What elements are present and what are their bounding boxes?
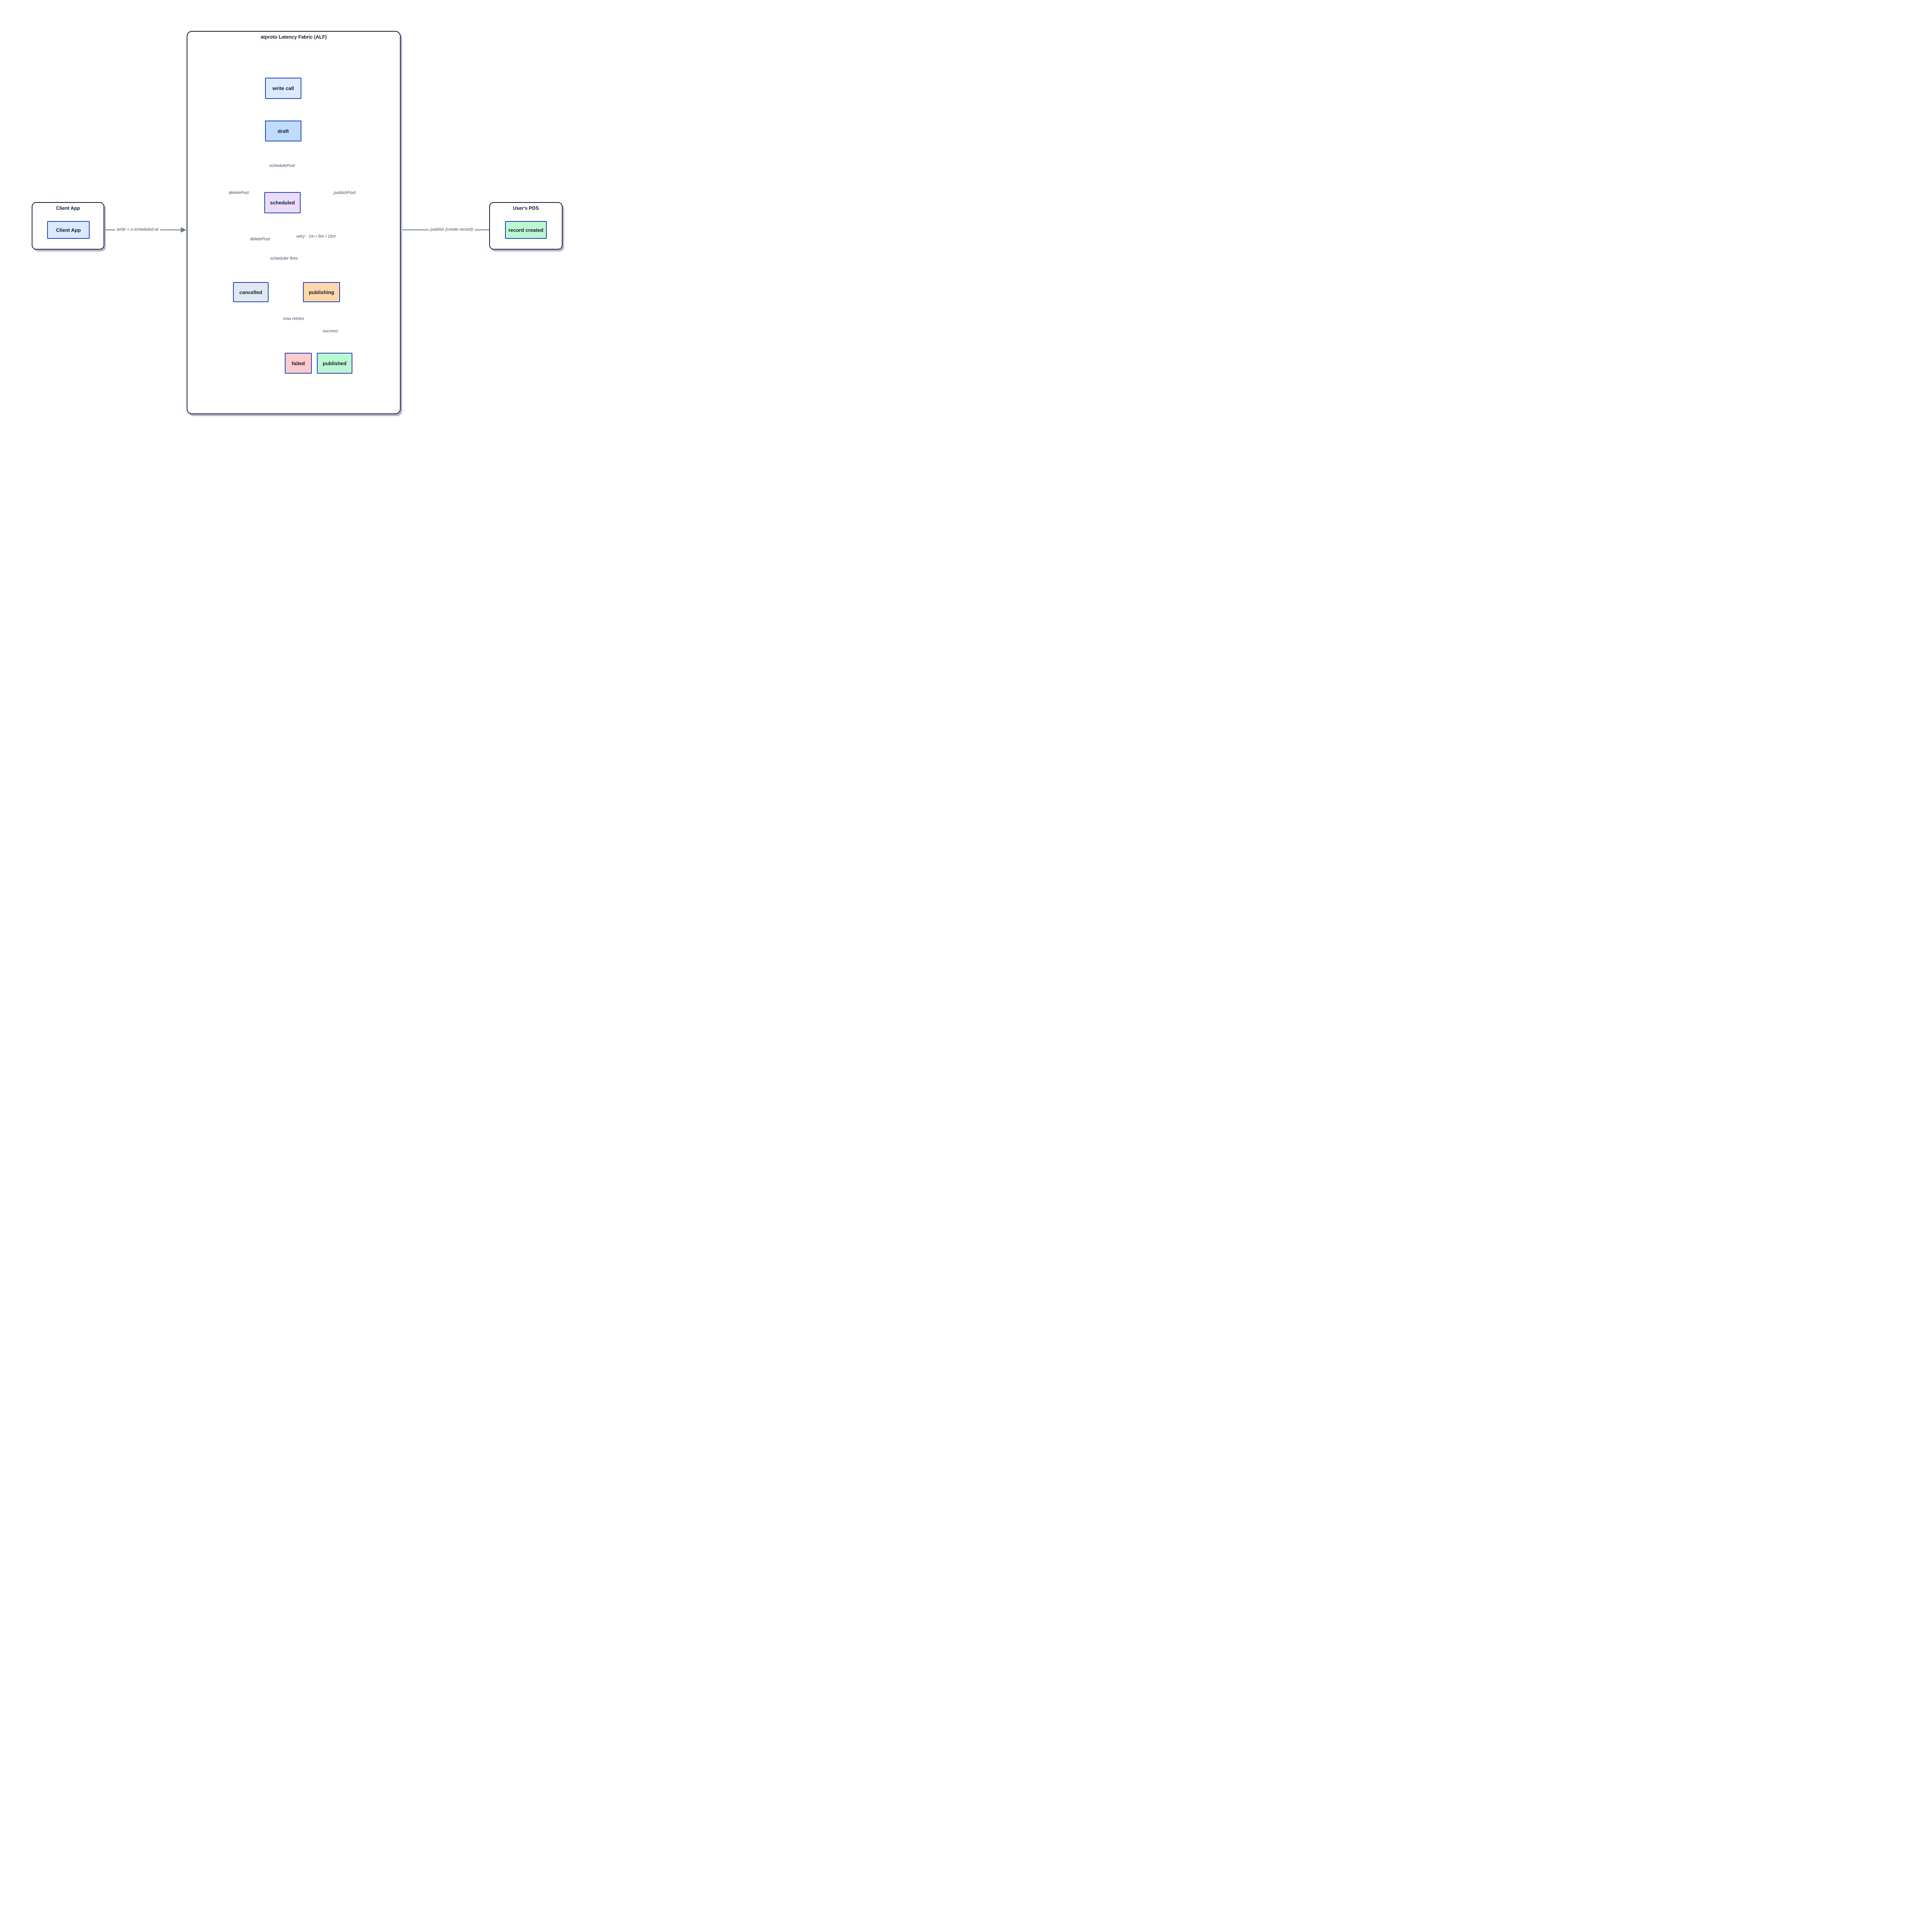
edge-label-publishpost: publishPost: [332, 190, 357, 196]
node-draft: draft: [265, 121, 301, 141]
edge-label-success: success: [321, 329, 340, 334]
diagram-canvas: Client App atproto Latency Fabric (ALF) …: [0, 0, 586, 447]
edge-label-schedulepost: schedulePost: [267, 163, 297, 169]
edge-label-scheduler-fires: scheduler fires: [269, 256, 299, 262]
client-app-container-title: Client App: [56, 206, 80, 211]
edge-label-deletepost-draft: deletePost: [227, 190, 250, 196]
pds-container-title: User's PDS: [513, 206, 539, 211]
node-client-app: Client App: [47, 221, 90, 239]
edge-label-max-retries: max retries: [281, 316, 306, 322]
node-scheduled: scheduled: [264, 192, 301, 213]
edge-label-retry: retry · 1m / 5m / 15m: [294, 234, 338, 240]
node-record-created: record created: [505, 221, 547, 239]
node-cancelled: cancelled: [233, 282, 269, 302]
edge-label-write-x-scheduled-at: write + x-scheduled-at: [115, 227, 160, 233]
node-failed: failed: [285, 353, 312, 374]
alf-container-title: atproto Latency Fabric (ALF): [260, 34, 327, 40]
edge-label-deletepost-scheduled: deletePost: [248, 237, 272, 242]
node-publishing: publishing: [303, 282, 340, 302]
edge-label-publish-create-record: publish (create record): [429, 227, 475, 233]
node-published: published: [317, 353, 352, 374]
node-write-call: write call: [265, 78, 301, 99]
